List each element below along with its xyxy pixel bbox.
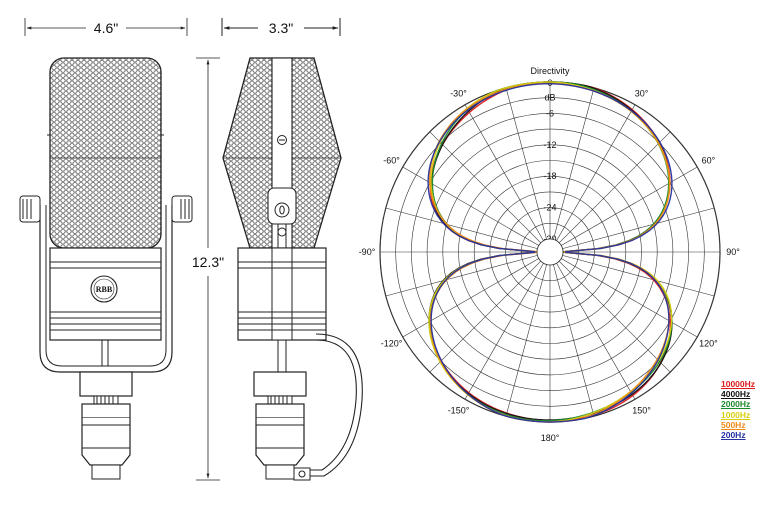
angle-label: -30° bbox=[450, 89, 467, 99]
grid-spoke bbox=[402, 166, 539, 246]
radial-tick-label: -24 bbox=[543, 203, 556, 213]
grid-spoke bbox=[562, 207, 715, 249]
polar-chart: 0-6-12-18-24-3030°60°90°120°150°180°-150… bbox=[359, 78, 741, 443]
angle-label: -60° bbox=[383, 156, 400, 166]
rbb-badge: RBB bbox=[90, 275, 118, 303]
badge-text: RBB bbox=[96, 285, 113, 294]
angle-label: 120° bbox=[699, 339, 718, 349]
angle-label: -150° bbox=[448, 405, 470, 415]
legend-item: 4000Hz bbox=[721, 389, 751, 400]
radial-tick-label: -6 bbox=[546, 108, 554, 118]
radial-tick-label: -12 bbox=[543, 140, 556, 150]
angle-label: -120° bbox=[381, 339, 403, 349]
angle-label: 30° bbox=[635, 89, 649, 99]
grid-spoke bbox=[505, 264, 547, 417]
grid-spoke bbox=[402, 258, 539, 338]
grid-spoke bbox=[429, 131, 542, 244]
angle-label: 60° bbox=[702, 156, 716, 166]
front-view bbox=[19, 18, 193, 480]
legend-item: 2000Hz bbox=[721, 399, 751, 410]
grid-spoke bbox=[556, 104, 636, 241]
legend-item: 10000Hz bbox=[721, 379, 756, 389]
grid-spoke bbox=[562, 255, 715, 297]
legend-item: 500Hz bbox=[721, 419, 746, 430]
series-line-2000Hz bbox=[428, 81, 673, 422]
front-width-label: 4.6" bbox=[94, 20, 118, 36]
grid-spoke bbox=[556, 263, 636, 400]
chart-title: Directivity bbox=[530, 66, 570, 76]
unit-label: dB bbox=[544, 93, 555, 103]
grid-spoke bbox=[553, 87, 595, 240]
grid-spoke bbox=[464, 104, 544, 241]
height-dimension bbox=[196, 57, 220, 481]
grid-spoke bbox=[429, 260, 542, 373]
grid-spoke bbox=[385, 255, 538, 297]
grid-spoke bbox=[561, 166, 698, 246]
center-disc bbox=[536, 238, 564, 266]
angle-label: 90° bbox=[726, 247, 740, 257]
series-line-200Hz bbox=[427, 83, 673, 423]
grid-spoke bbox=[553, 264, 595, 417]
angle-label: 150° bbox=[632, 405, 651, 415]
grid-spoke bbox=[385, 207, 538, 249]
angle-label: -90° bbox=[359, 247, 376, 257]
legend-item: 1000Hz bbox=[721, 409, 751, 420]
side-view bbox=[221, 18, 363, 481]
side-depth-label: 3.3" bbox=[269, 20, 293, 36]
grid-spoke bbox=[464, 263, 544, 400]
radial-tick-label: -18 bbox=[543, 171, 556, 181]
grid-spoke bbox=[505, 87, 547, 240]
angle-label: 180° bbox=[541, 433, 560, 443]
height-label: 12.3" bbox=[192, 254, 224, 270]
grid-spoke bbox=[558, 260, 671, 373]
grid-spoke bbox=[561, 258, 698, 338]
legend-item: 200Hz bbox=[721, 430, 746, 441]
grid-spoke bbox=[558, 131, 671, 244]
